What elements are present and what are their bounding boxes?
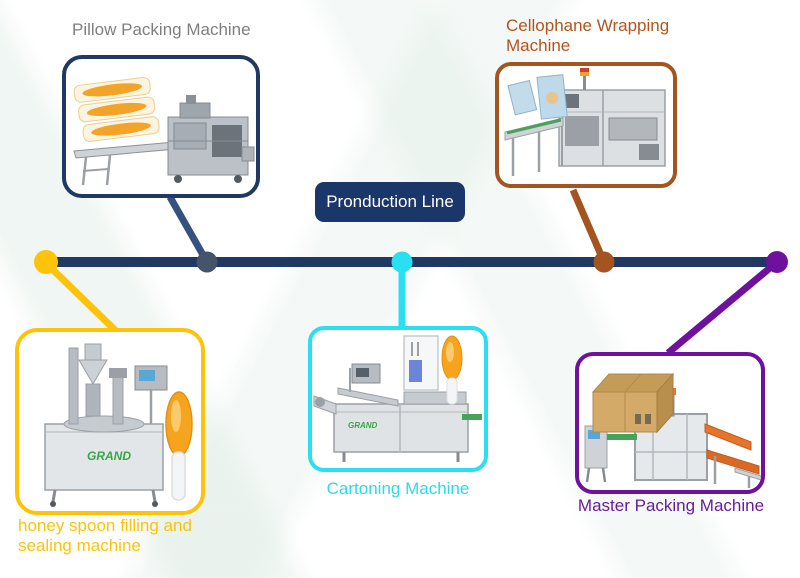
card-cartoning: GRAND — [308, 326, 488, 472]
card-honey-spoon-filling: GRAND — [15, 328, 205, 515]
cartoning-machine-image: GRAND — [313, 335, 482, 462]
label-honey-spoon-filling: honey spoon filling and sealing machine — [18, 516, 192, 556]
label-cellophane-wrapping: Cellophane Wrapping Machine — [506, 16, 670, 56]
honey-spoon-filling-machine-image: GRAND — [44, 343, 193, 507]
timeline-dot-cartoning — [391, 251, 413, 273]
label-master-packing: Master Packing Machine — [577, 496, 765, 515]
cellophane-wrapping-machine-image — [504, 68, 666, 176]
timeline-dot-pillow — [196, 251, 218, 273]
timeline-dot-cellophane — [593, 251, 615, 273]
connector-honey — [43, 260, 119, 334]
connector-cellophane — [569, 188, 608, 264]
grand-logo-text-small: GRAND — [348, 421, 378, 430]
card-master-packing — [575, 352, 765, 494]
production-line-badge: Pronduction Line — [315, 182, 465, 222]
connector-pillow — [166, 195, 211, 264]
card-pillow-packing — [62, 55, 260, 198]
timeline-dot-master — [766, 251, 788, 273]
pillow-packing-machine-image — [73, 76, 255, 186]
master-packing-machine-image — [584, 372, 761, 488]
timeline-dot-honey — [34, 250, 58, 274]
label-cartoning: Cartoning Machine — [326, 479, 470, 498]
label-pillow-packing: Pillow Packing Machine — [72, 20, 251, 39]
card-cellophane-wrapping — [495, 62, 677, 188]
connector-master — [665, 259, 780, 356]
grand-logo-text: GRAND — [87, 449, 131, 463]
